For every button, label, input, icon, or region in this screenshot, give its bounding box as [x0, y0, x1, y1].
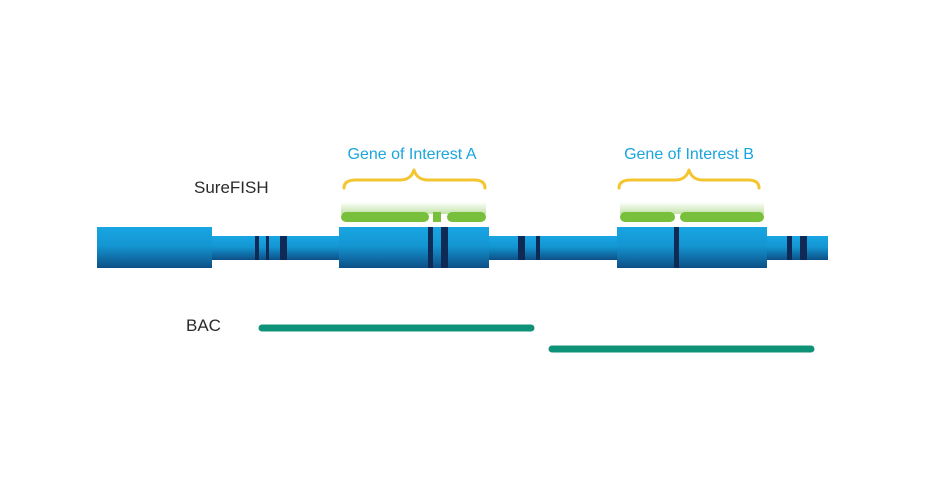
- probe-segment: [341, 212, 429, 222]
- surefish-probe-a: [341, 202, 486, 222]
- chromosome-band: [428, 227, 433, 268]
- surefish-label: SureFISH: [194, 178, 269, 197]
- chromosome-band: [280, 236, 287, 260]
- surefish-probe-b: [620, 202, 764, 222]
- chromosome-band: [536, 236, 540, 260]
- chromosome-band: [674, 227, 679, 268]
- chromosome-band: [787, 236, 792, 260]
- chromosome-gene-a-region: [339, 227, 489, 268]
- chromosome: [97, 227, 828, 268]
- probe-glow: [620, 202, 764, 214]
- chromosome-band: [266, 236, 269, 260]
- probe-segment: [433, 212, 441, 222]
- probe-glow: [341, 202, 486, 214]
- gene-a-bracket: [342, 168, 487, 190]
- probe-segment: [680, 212, 764, 222]
- chromosome-left-arm: [97, 227, 212, 268]
- chromosome-gene-b-region: [617, 227, 767, 268]
- probe-segment: [620, 212, 675, 222]
- chromosome-band: [800, 236, 807, 260]
- chromosome-band: [518, 236, 525, 260]
- gene-a-label: Gene of Interest A: [347, 146, 477, 163]
- gene-b-bracket: [617, 168, 761, 190]
- chromosome-band: [441, 227, 448, 268]
- chromosome-band: [255, 236, 259, 260]
- bac-label: BAC: [186, 316, 221, 335]
- gene-b-label: Gene of Interest B: [624, 146, 754, 163]
- probe-segment: [447, 212, 486, 222]
